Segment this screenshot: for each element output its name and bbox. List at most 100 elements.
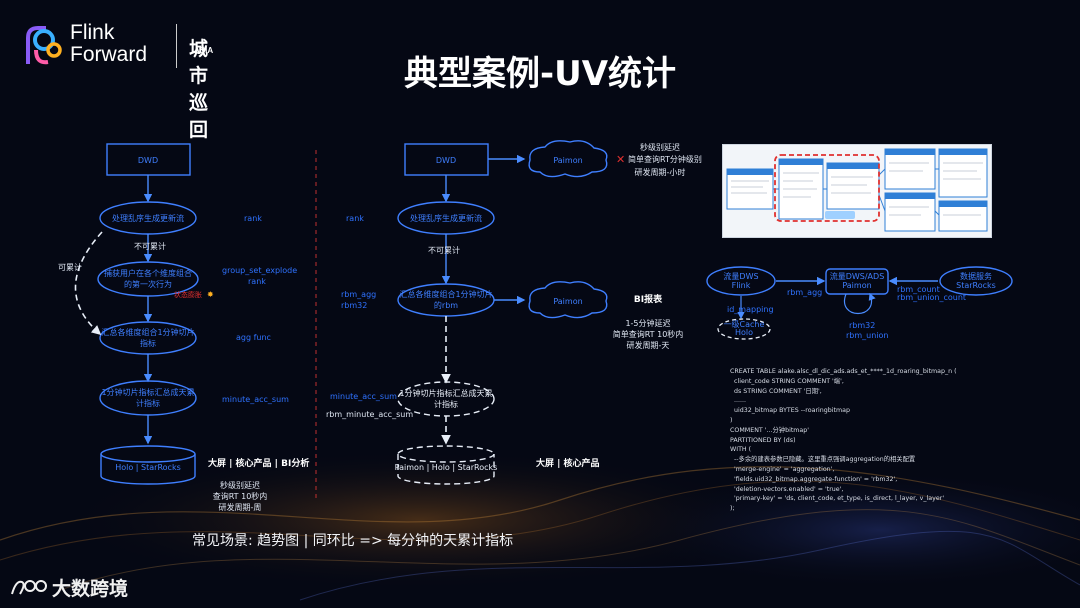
mid-op-rbm32: rbm32 xyxy=(341,301,367,310)
sql-line: 'fields.uid32_bitmap.aggregate-function'… xyxy=(730,475,898,483)
explosion-icon: ✸ xyxy=(207,290,214,299)
sql-line: 'deletion-vectors.enabled' = 'true', xyxy=(730,485,844,493)
right-paimon-line1: 流量DWS/ADS xyxy=(830,271,885,281)
left-step4-line2: 计指标 xyxy=(136,398,160,408)
left-step1-label: 处理乱序生成更新流 xyxy=(112,213,184,223)
scene-caption: 常见场景: 趋势图 | 同环比 => 每分钟的天累计指标 xyxy=(192,533,514,549)
sql-line: ...... xyxy=(730,397,747,405)
right-rbm32: rbm32 xyxy=(849,321,875,330)
right-flow: 流量DWS Flink rbm_agg 流量DWS/ADS Paimon rbm… xyxy=(706,266,1013,340)
sql-line: COMMENT '...分钟bitmap' xyxy=(730,426,810,434)
left-step2-line2: 的第一次行为 xyxy=(124,279,172,289)
brand-line2: Forward xyxy=(70,43,148,66)
sql-line: PARTITIONED BY (ds) xyxy=(730,436,796,444)
mid-step2-line1: 汇总各维度组合1分钟切片 xyxy=(399,289,492,299)
left-op-rank2: rank xyxy=(248,277,266,286)
mid-step2-line2: 的rbm xyxy=(434,300,458,310)
mid-paimon-mid-cloud xyxy=(528,281,608,319)
sql-line: 'primary-key' = 'ds, client_code, et_typ… xyxy=(730,495,945,503)
left-note-1: 秒级别延迟 xyxy=(220,480,260,490)
right-rbm-count: rbm_count xyxy=(897,285,940,294)
sql-line: 'merge-engine' = 'aggregation', xyxy=(730,465,835,473)
job-graph-thumbnail xyxy=(726,148,988,232)
mid-op-rank: rank xyxy=(346,214,364,223)
middle-flow: rank rbm_agg rbm32 minute_acc_sum rbm_mi… xyxy=(326,140,702,485)
flink-forward-logo-icon xyxy=(26,26,62,65)
mid-step3-line1: 1分钟切片指标汇总成天累 xyxy=(399,388,492,398)
left-step4-line1: 1分钟切片指标汇总成天累 xyxy=(101,387,194,397)
mid-paimon-mid-label: Paimon xyxy=(553,297,582,306)
right-id-mapping: id_mapping xyxy=(727,305,774,314)
right-starrocks-node xyxy=(939,266,1013,296)
sql-line: WITH ( xyxy=(730,446,752,454)
left-op-group-set: group_set_explode xyxy=(222,266,297,275)
right-cache-line1: 一级Cache xyxy=(724,319,765,329)
left-flow: DWD 处理乱序生成更新流 不可累计 捕获用户在各个维度组合 的第一次行为 状态… xyxy=(58,143,309,512)
mid-bi-note-2: 简单查询RT 10秒内 xyxy=(613,329,684,339)
footer-brand: 大数跨境 xyxy=(52,578,129,600)
left-dwd-label: DWD xyxy=(138,156,158,165)
right-starrocks-line1: 数据服务 xyxy=(960,271,992,281)
sql-line: client_code STRING COMMENT '端', xyxy=(730,377,844,385)
right-cache-node xyxy=(717,318,771,340)
mid-step1-label: 处理乱序生成更新流 xyxy=(410,213,482,223)
right-flink-node xyxy=(706,266,776,296)
brand-region: ASIA xyxy=(194,46,214,55)
left-step3-line1: 汇总各维度组合1分钟切片 xyxy=(101,327,194,337)
mid-top-note-2: 简单查询RT分钟级别 xyxy=(628,154,702,164)
sql-line: ); xyxy=(730,505,735,513)
mid-bi-note-3: 研发周期-天 xyxy=(627,340,670,350)
mid-consumers: 大屏 | 核心产品 xyxy=(536,457,600,469)
sql-line: --多余的建表参数已隐藏。这里重点强调aggregation的相关配置 xyxy=(730,456,916,464)
mid-op-minute-sum: minute_acc_sum xyxy=(330,392,397,401)
right-flink-line2: Flink xyxy=(732,281,751,290)
mid-paimon-top-cloud xyxy=(528,140,608,178)
mid-not-accumulable: 不可累计 xyxy=(428,245,460,255)
right-flink-line1: 流量DWS xyxy=(723,271,758,281)
mid-step3-line2: 计指标 xyxy=(434,399,458,409)
mid-top-note-1: 秒级别延迟 xyxy=(640,142,680,152)
city-tour-label: 城市巡回 xyxy=(189,38,209,141)
header-divider xyxy=(176,24,177,68)
mid-dwd-label: DWD xyxy=(436,156,456,165)
page-title: 典型案例-UV统计 xyxy=(403,54,677,94)
sql-line: CREATE TABLE alake.alsc_dl_dic_ads.ads_e… xyxy=(730,368,957,375)
right-cache-line2: Holo xyxy=(735,328,753,337)
brand-name: Flink Forward ASIA xyxy=(70,21,213,66)
mid-top-note-3: 研发周期-小时 xyxy=(635,167,686,177)
mid-bi-note-1: 1-5分钟延迟 xyxy=(625,318,670,328)
mid-op-rbm-agg: rbm_agg xyxy=(341,290,376,299)
left-consumers: 大屏 | 核心产品 | BI分析 xyxy=(208,457,309,469)
right-starrocks-line2: StarRocks xyxy=(956,281,996,290)
left-note-2: 查询RT 10秒内 xyxy=(213,491,268,501)
right-paimon-line2: Paimon xyxy=(842,281,871,290)
brand-line1: Flink xyxy=(70,21,115,44)
left-note-3: 研发周期-周 xyxy=(219,502,262,512)
right-rbm-agg: rbm_agg xyxy=(787,288,822,297)
left-step3-node xyxy=(99,321,197,355)
left-op-agg: agg func xyxy=(236,333,271,342)
left-state-explode: 状态膨胀 xyxy=(174,290,202,299)
right-rbm-union-count: rbm_union_count xyxy=(897,293,966,302)
left-op-rank: rank xyxy=(244,214,262,223)
left-sink-cylinder xyxy=(100,445,196,485)
mid-op-rbm-minute-sum: rbm_minute_acc_sum xyxy=(326,410,413,419)
sql-line: ds STRING COMMENT '日期', xyxy=(730,387,822,395)
left-step3-line2: 指标 xyxy=(140,338,156,348)
job-graph-screenshot xyxy=(722,144,992,238)
left-op-minute-sum: minute_acc_sum xyxy=(222,395,289,404)
dashuju-logo-icon xyxy=(11,580,47,595)
right-rbm-union: rbm_union xyxy=(846,331,889,340)
left-step4-node xyxy=(99,380,197,416)
cross-icon: ✕ xyxy=(616,153,625,166)
mid-sink-cylinder xyxy=(397,445,495,485)
sql-ddl: CREATE TABLE alake.alsc_dl_dic_ads.ads_e… xyxy=(730,367,957,514)
mid-bi-title: BI报表 xyxy=(634,293,663,305)
right-paimon-node xyxy=(825,268,889,295)
left-accumulable: 可累计 xyxy=(58,262,82,272)
mid-paimon-top-label: Paimon xyxy=(553,156,582,165)
left-step2-line1: 捕获用户在各个维度组合 xyxy=(104,268,192,278)
left-sink-label: Holo | StarRocks xyxy=(115,463,181,472)
